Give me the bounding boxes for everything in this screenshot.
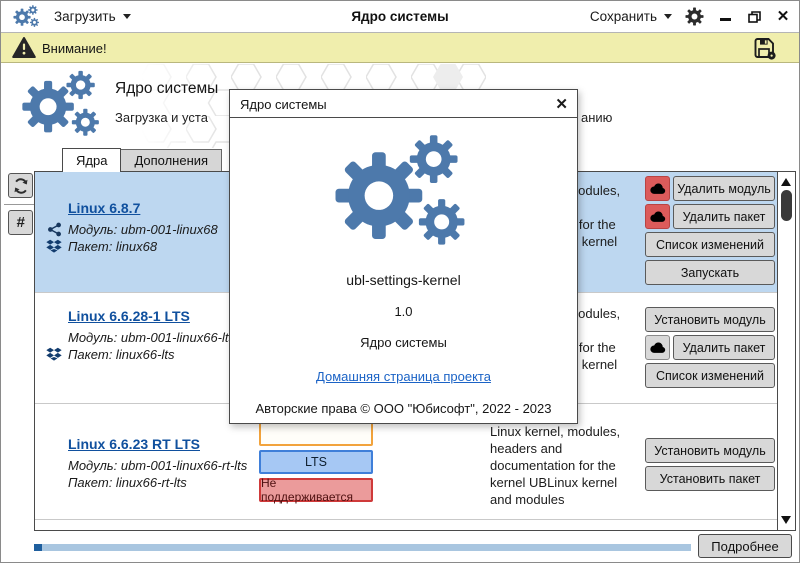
page-title: Ядро системы [115,80,219,97]
kernel-action: Список изменений [613,363,775,388]
action-button[interactable]: Список изменений [645,363,775,388]
kernel-action: Удалить пакет [613,204,775,229]
package-icon [45,239,63,255]
titlebar: Загрузить Ядро системы Сохранить ✕ [1,1,799,33]
badge-orange [259,422,373,446]
module-icon [45,222,63,238]
cloud-download-icon[interactable] [645,204,670,229]
chevron-down-icon [664,14,672,19]
hash-filter-button[interactable]: # [8,210,33,235]
cloud-download-icon[interactable] [645,335,670,360]
progress-bar [34,544,691,551]
action-button[interactable]: Удалить пакет [673,335,775,360]
action-column: Установить модуль Удалить пакет Список и… [613,307,775,391]
badge-blue: LTS [259,450,373,474]
kernel-description: Linux kernel, modules, headers and docum… [490,424,621,507]
cloud-download-icon[interactable] [645,176,670,201]
tab-addons[interactable]: Дополнения [120,149,223,171]
save-menu-label: Сохранить [589,9,657,24]
tab-kernels[interactable]: Ядра [62,148,122,172]
refresh-button[interactable] [8,173,33,198]
kernel-action: Установить модуль [613,307,775,332]
app-logo-icon [333,134,475,255]
action-button[interactable]: Установить пакет [645,466,775,491]
app-logo-icon [21,70,105,142]
kernel-row[interactable]: Linux 6.6.23 RT LTS Модуль: ubm-001-linu… [35,404,777,520]
action-column: Установить модуль Установить пакет [613,438,775,494]
refresh-icon [14,177,27,194]
package-label: Пакет: linux68 [68,239,158,254]
save-changes-icon[interactable] [752,36,776,60]
action-button[interactable]: Установить модуль [645,307,775,332]
kernel-action: Запускать [613,260,775,285]
dialog-titlebar: Ядро системы ✕ [230,90,577,118]
action-button[interactable]: Удалить пакет [673,204,775,229]
warning-icon [12,37,36,58]
page-subtitle-tail: анию [581,110,613,125]
warning-label: Внимание! [42,41,107,56]
scrollbar-thumb[interactable] [781,190,792,221]
kernel-info: Linux 6.6.23 RT LTS Модуль: ubm-001-linu… [45,436,265,491]
action-column: Удалить модуль Удалить пакет Список изме… [613,176,775,288]
kernel-action: Список изменений [613,232,775,257]
warning-bar: Внимание! [1,33,799,63]
package-icon [45,347,63,363]
kernel-info: Linux 6.8.7 Модуль: ubm-001-linux68 [45,200,265,255]
kernel-action: Удалить пакет [613,335,775,360]
close-icon[interactable]: ✕ [555,96,568,113]
load-menu-button[interactable]: Загрузить [54,1,131,32]
close-button[interactable]: ✕ [776,8,790,25]
maximize-button[interactable] [746,9,762,25]
scroll-down-arrow-icon[interactable] [781,516,791,524]
kernel-title-link[interactable]: Linux 6.8.7 [68,200,141,216]
module-label: Модуль: ubm-001-linux66-lts [68,330,236,345]
chevron-down-icon [122,14,131,19]
package-label: Пакет: linux66-rt-lts [68,475,187,490]
dialog-title: Ядро системы [240,97,327,112]
about-dialog: Ядро системы ✕ ubl-settings-kernel 1.0 Я… [229,89,578,424]
kernel-info: Linux 6.6.28-1 LTS Модуль: ubm-001-linux… [45,308,265,363]
action-button[interactable]: Удалить модуль [673,176,775,201]
kernel-title-link[interactable]: Linux 6.6.28-1 LTS [68,308,190,324]
vertical-scrollbar[interactable] [777,172,795,530]
app-logo-icon [13,5,41,29]
app-name: ubl-settings-kernel [346,272,461,288]
save-menu-button[interactable]: Сохранить [590,9,672,24]
load-menu-label: Загрузить [54,9,116,24]
restore-icon [747,10,761,23]
action-button[interactable]: Установить модуль [645,438,775,463]
app-version: 1.0 [394,304,413,319]
action-button[interactable]: Список изменений [645,232,775,257]
badge-red: Не поддерживается [259,476,373,504]
module-label: Модуль: ubm-001-linux68 [68,222,218,237]
package-label: Пакет: linux66-lts [68,347,175,362]
copyright-text: Авторские права © ООО "Юбисофт", 2022 - … [255,401,552,416]
action-button[interactable]: Запускать [645,260,775,285]
minimize-button[interactable] [717,9,733,25]
kernel-action: Установить модуль [613,438,775,463]
details-button[interactable]: Подробнее [698,534,792,558]
app-description: Ядро системы [360,335,447,350]
module-label: Модуль: ubm-001-linux66-rt-lts [68,458,248,473]
kernel-action: Удалить модуль [613,176,775,201]
scroll-up-arrow-icon[interactable] [781,178,791,186]
kernel-title-link[interactable]: Linux 6.6.23 RT LTS [68,436,200,452]
kernel-action: Установить пакет [613,466,775,491]
settings-gear-icon[interactable] [685,7,704,26]
page-subtitle: Загрузка и уста [115,110,208,125]
tools-divider [4,204,36,205]
progress-value [34,544,42,551]
homepage-link[interactable]: Домашняя страница проекта [316,369,491,384]
